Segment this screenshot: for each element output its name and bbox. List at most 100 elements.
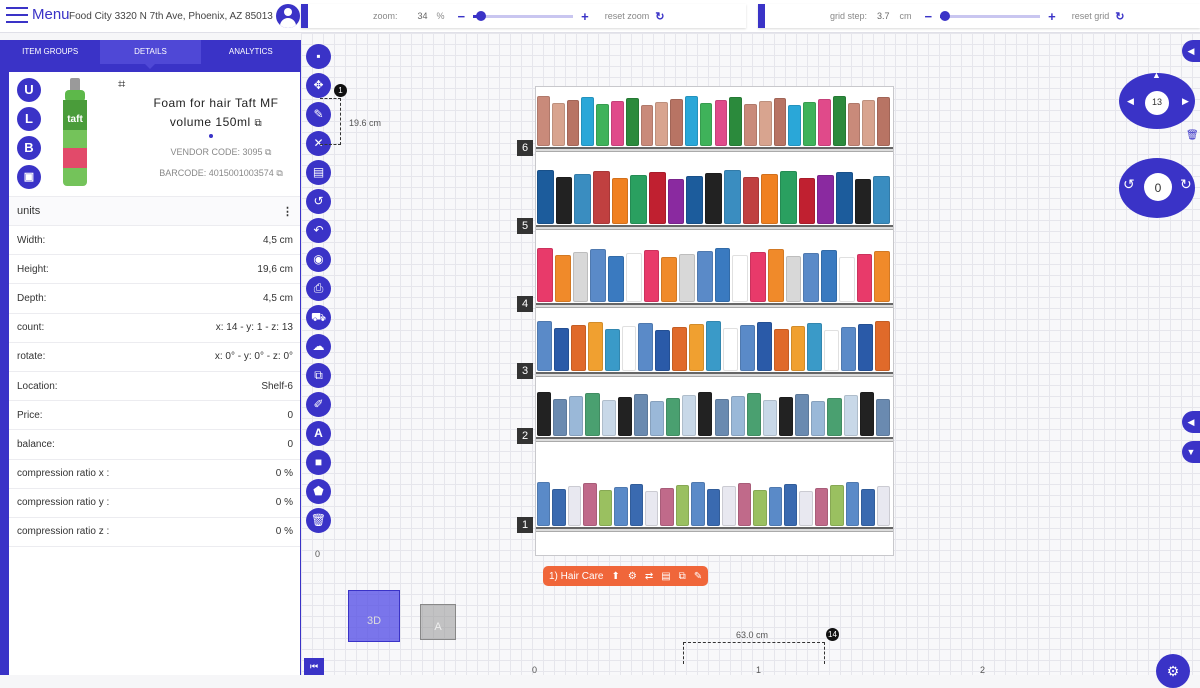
product-facing[interactable]	[803, 253, 819, 302]
product-facing[interactable]	[699, 103, 713, 146]
product-facing[interactable]	[569, 396, 584, 436]
product-facing[interactable]	[854, 179, 872, 224]
product-facing[interactable]	[761, 174, 778, 224]
product-facing[interactable]	[596, 104, 609, 146]
product-facing[interactable]	[814, 488, 829, 526]
zoom-slider[interactable]	[473, 10, 574, 21]
expand-right-panel-button[interactable]: ◀	[1182, 40, 1200, 62]
product-facing[interactable]	[841, 327, 857, 371]
zoom-out-button[interactable]: −	[457, 8, 466, 24]
product-facing[interactable]	[875, 399, 890, 436]
settings-gear-button[interactable]: ⚙	[1156, 654, 1190, 688]
product-facing[interactable]	[739, 325, 755, 371]
upload-icon[interactable]: ⬆	[611, 570, 620, 582]
property-value[interactable]: 0 %	[275, 468, 293, 480]
product-facing[interactable]	[608, 256, 624, 302]
product-facing[interactable]	[788, 105, 802, 146]
shelf-number[interactable]: 2	[517, 428, 533, 444]
product-facing[interactable]	[672, 327, 688, 371]
product-facing[interactable]	[773, 329, 789, 371]
product-facing[interactable]	[698, 392, 713, 436]
product-facing[interactable]	[537, 482, 551, 526]
product-facing[interactable]	[874, 251, 890, 302]
history-icon[interactable]: ↺	[306, 189, 331, 214]
product-facing[interactable]	[768, 487, 782, 526]
shelf-number[interactable]: 1	[517, 517, 533, 533]
product-facing[interactable]	[554, 255, 571, 302]
product-facing[interactable]	[832, 96, 846, 146]
product-facing[interactable]	[537, 392, 552, 436]
property-value[interactable]: 0 %	[275, 526, 293, 538]
view-up-button[interactable]: U	[17, 78, 41, 102]
product-facing[interactable]	[617, 397, 632, 436]
chevron-right-icon[interactable]: ▶	[1182, 96, 1189, 106]
product-facing[interactable]	[706, 489, 721, 526]
product-facing[interactable]	[803, 102, 817, 146]
copy-icon[interactable]: ⧉	[254, 118, 263, 129]
swap-icon[interactable]: ⇄	[644, 570, 654, 582]
trash-icon[interactable]: 🗑	[306, 508, 331, 533]
shelf-number[interactable]: 6	[517, 140, 533, 156]
expand-right-panel-button[interactable]: ◀	[1182, 411, 1200, 433]
product-facing[interactable]	[753, 490, 767, 526]
product-facing[interactable]	[811, 401, 826, 436]
tab-item-groups[interactable]: ITEM GROUPS	[22, 47, 79, 56]
product-facing[interactable]	[640, 105, 654, 146]
property-value[interactable]: 4,5 cm	[262, 292, 293, 304]
product-facing[interactable]	[670, 99, 683, 146]
product-facing[interactable]	[830, 485, 844, 526]
property-value[interactable]: 19,6 cm	[257, 263, 293, 275]
product-facing[interactable]	[661, 257, 677, 302]
product-facing[interactable]	[537, 170, 554, 224]
edit-icon[interactable]: ✎	[306, 102, 331, 127]
view-back-button[interactable]: B	[17, 136, 41, 160]
product-facing[interactable]	[537, 96, 550, 146]
product-facing[interactable]	[604, 329, 620, 371]
document-icon[interactable]: ▤	[306, 160, 331, 185]
product-facing[interactable]	[649, 401, 665, 436]
product-facing[interactable]	[551, 103, 565, 146]
product-facing[interactable]	[590, 249, 606, 302]
product-facing[interactable]	[730, 396, 745, 436]
product-facing[interactable]	[598, 490, 613, 526]
grid-step-slider[interactable]	[940, 10, 1041, 21]
zoom-in-button[interactable]: +	[581, 8, 589, 24]
expand-icon[interactable]: ✥	[306, 73, 331, 98]
product-facing[interactable]	[821, 250, 837, 302]
collapse-panel-button[interactable]: ⏮	[304, 658, 324, 675]
tab-analytics[interactable]: ANALYTICS	[228, 47, 273, 56]
product-facing[interactable]	[682, 395, 697, 436]
product-facing[interactable]	[666, 398, 681, 436]
tab-details[interactable]: DETAILS	[100, 40, 201, 69]
copy-vendor-icon[interactable]: ⧉	[265, 147, 272, 157]
product-facing[interactable]	[795, 394, 810, 436]
product-facing[interactable]	[553, 328, 569, 371]
product-facing[interactable]	[645, 491, 659, 526]
reset-grid-button[interactable]: reset grid	[1071, 11, 1110, 21]
product-facing[interactable]	[858, 324, 874, 371]
property-value[interactable]: x: 0° - y: 0° - z: 0°	[214, 351, 293, 363]
product-facing[interactable]	[744, 104, 757, 146]
user-avatar-icon[interactable]	[276, 4, 300, 28]
product-facing[interactable]	[630, 175, 648, 224]
product-facing[interactable]	[625, 253, 642, 302]
product-facing[interactable]	[729, 97, 743, 146]
product-facing[interactable]	[705, 173, 722, 224]
list-icon[interactable]: ▤	[661, 570, 671, 582]
product-facing[interactable]	[566, 100, 580, 146]
product-facing[interactable]	[585, 393, 600, 436]
shelf-number[interactable]: 4	[517, 296, 533, 312]
product-facing[interactable]	[614, 487, 628, 526]
rotate-left-icon[interactable]: ↺	[1123, 176, 1135, 192]
settings-icon[interactable]: ⚙	[627, 570, 637, 582]
shelf[interactable]	[536, 303, 893, 308]
pencil-icon[interactable]: ✎	[693, 570, 703, 582]
product-facing[interactable]	[686, 176, 704, 224]
product-facing[interactable]	[625, 98, 639, 146]
product-facing[interactable]	[667, 179, 685, 224]
product-facing[interactable]	[737, 483, 752, 526]
group-label[interactable]: 1) Hair Care	[549, 570, 604, 582]
product-facing[interactable]	[567, 486, 582, 526]
shelf[interactable]	[536, 437, 893, 442]
product-facing[interactable]	[762, 400, 778, 436]
